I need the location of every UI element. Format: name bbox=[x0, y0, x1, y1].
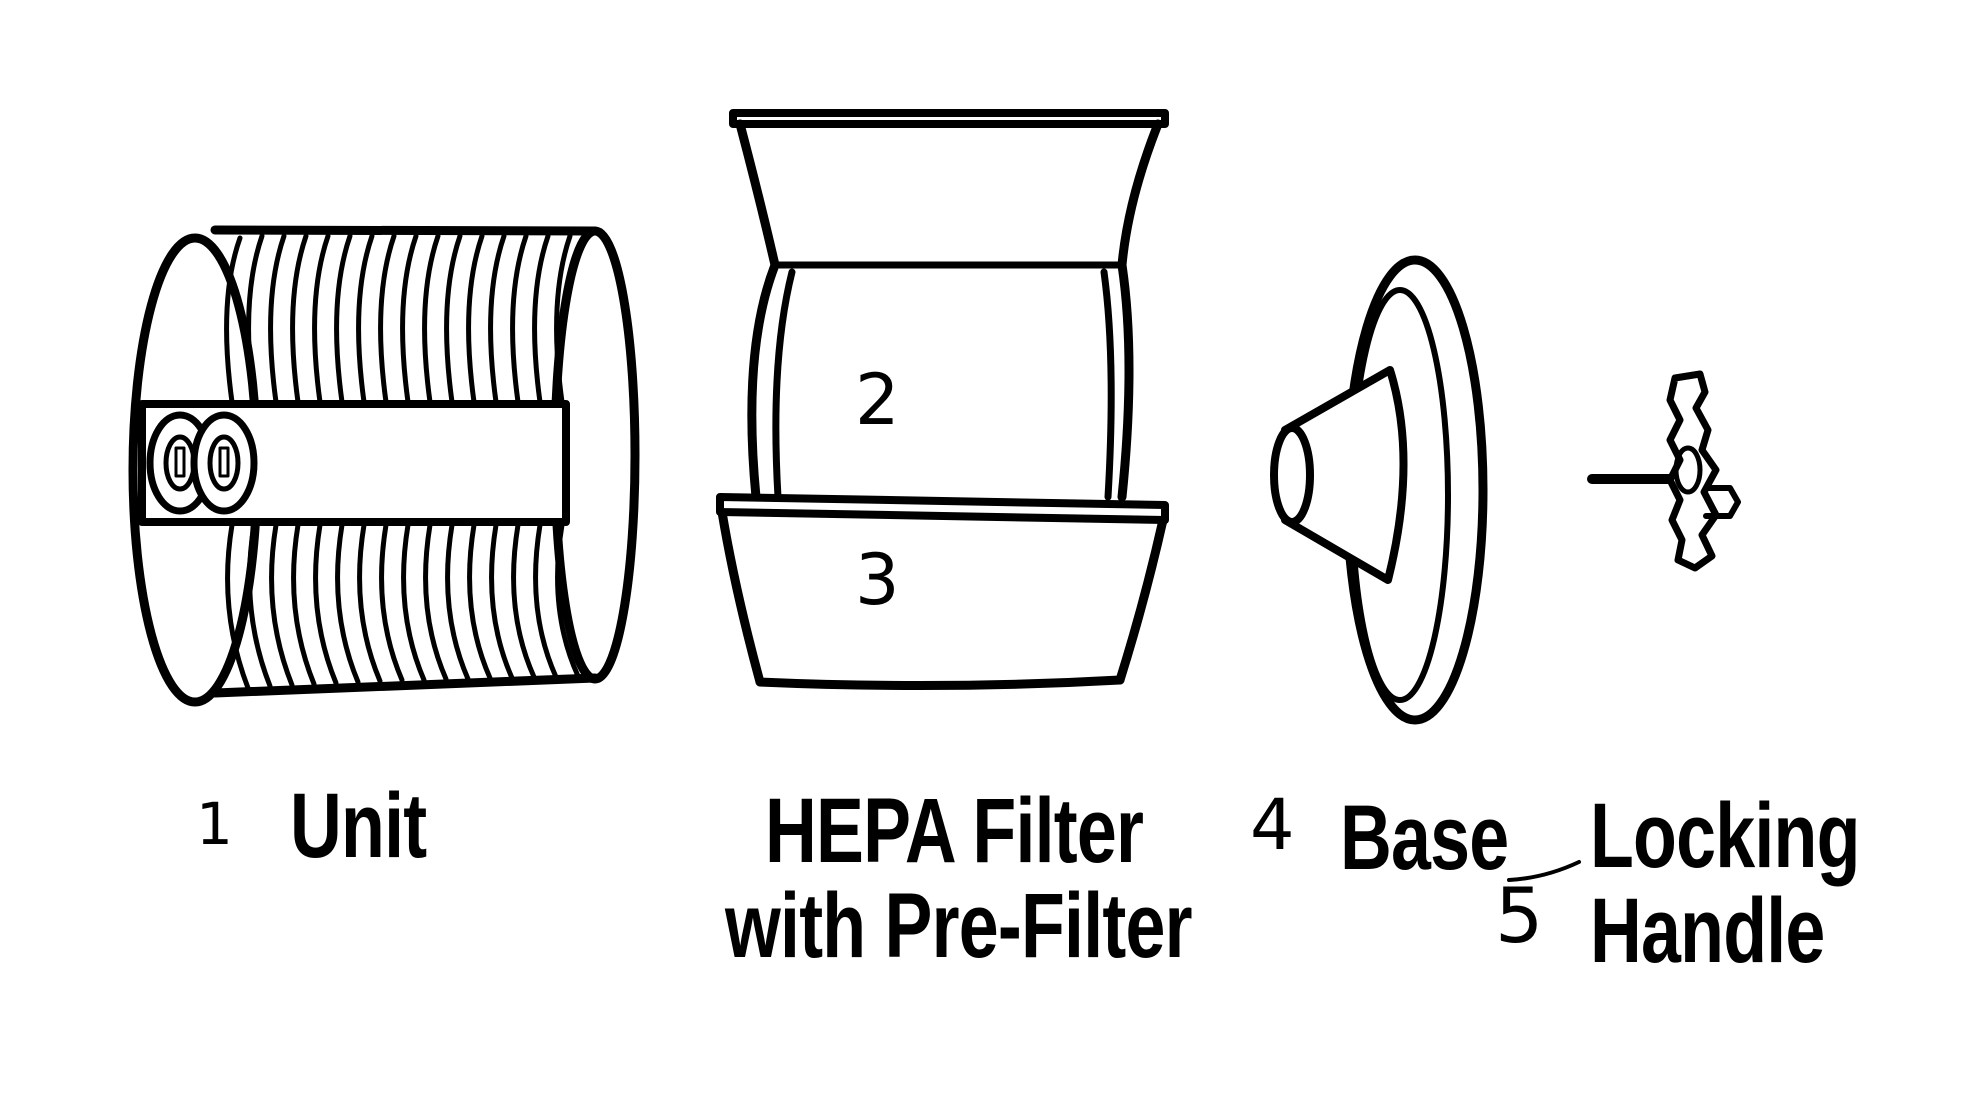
hepa-filter-name-line1: HEPA Filter bbox=[765, 780, 1144, 882]
prefilter-number-label: 3 bbox=[855, 539, 900, 621]
base-drawing bbox=[1270, 255, 1488, 725]
base-number-label: 4 bbox=[1250, 784, 1295, 866]
unit-number-label: 1 bbox=[196, 790, 233, 858]
handle-name-line1: Locking bbox=[1590, 785, 1860, 887]
filter-number-label: 2 bbox=[855, 359, 900, 441]
hepa-filter-drawing bbox=[716, 109, 1169, 691]
handle-name-line2: Handle bbox=[1590, 880, 1825, 982]
unit-name-label: Unit bbox=[290, 775, 427, 877]
hepa-filter-name-line2: with Pre-Filter bbox=[725, 875, 1193, 977]
base-name-label: Base bbox=[1340, 787, 1509, 889]
unit-drawing bbox=[128, 225, 640, 707]
locking-handle-drawing bbox=[1587, 370, 1741, 572]
handle-number-dash bbox=[1507, 860, 1581, 882]
handle-number-label: 5 bbox=[1495, 871, 1544, 960]
